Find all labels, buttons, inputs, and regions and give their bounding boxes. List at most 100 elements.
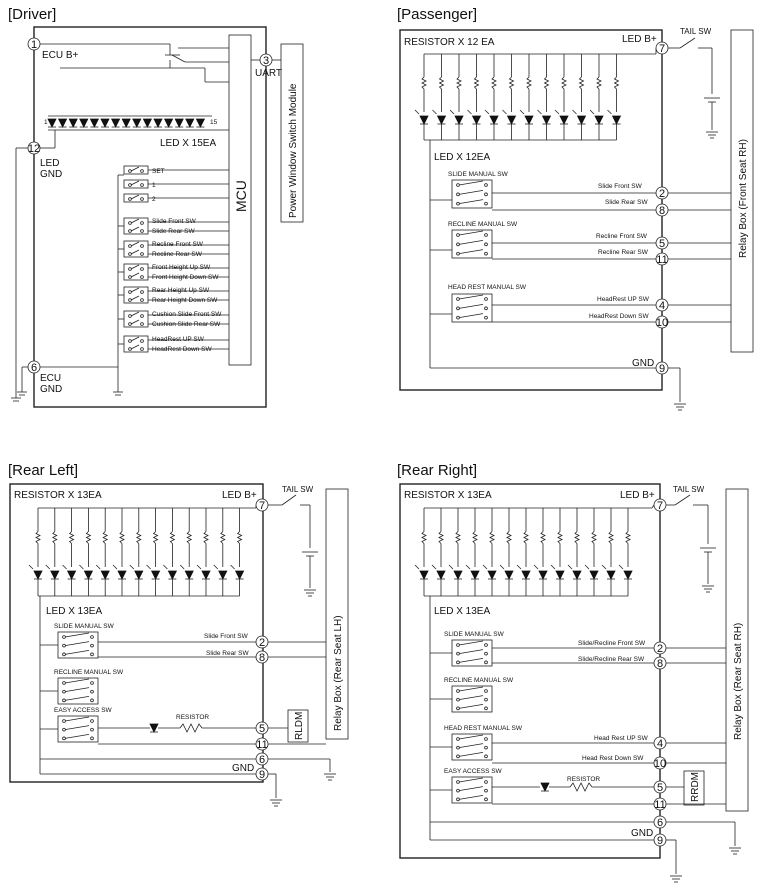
led <box>83 570 94 580</box>
rear-left-ledb-label: LED B+ <box>222 490 257 501</box>
resistor <box>625 508 631 567</box>
driver-uart-label: UART <box>255 68 282 79</box>
passenger-line-recline-front: Recline Front SW <box>596 233 648 240</box>
passenger-group-headrest: HEAD REST MANUAL SW <box>448 284 527 291</box>
led <box>218 570 228 580</box>
resistor <box>578 54 585 112</box>
resistor <box>85 508 92 567</box>
rear-right-relay-box <box>725 488 749 812</box>
driver-pin-led-gnd: 12 <box>27 141 41 155</box>
led <box>504 570 514 580</box>
driver-led <box>110 118 121 128</box>
passenger-led-count-label: LED X 12EA <box>434 152 490 163</box>
svg-text:11: 11 <box>256 739 267 751</box>
driver-switch-pair <box>123 217 149 235</box>
svg-text:2: 2 <box>657 643 663 655</box>
passenger-pin-gnd: 9 <box>655 361 669 375</box>
rear-right-resistor-label: RESISTOR X 13EA <box>404 490 492 501</box>
driver-module-box <box>33 26 267 408</box>
resistor <box>186 508 193 567</box>
rear-left-tail-label: TAIL SW <box>282 485 314 494</box>
resistor <box>438 508 444 567</box>
rear-right-module-box <box>399 483 661 859</box>
rear-right-group-headrest: HEAD REST MANUAL SW <box>444 725 523 732</box>
driver-button-switch <box>123 179 149 189</box>
led <box>521 570 531 580</box>
resistor <box>135 508 142 567</box>
rear-left-gnd-label: GND <box>232 763 254 774</box>
led <box>559 115 569 125</box>
passenger-line-slide-front: Slide Front SW <box>598 183 643 190</box>
rear-left-resistor-label: RESISTOR X 13EA <box>14 490 102 501</box>
rear-left-line-slide-rear: Slide Rear SW <box>206 650 249 657</box>
rear-right-line-slide-front: Slide/Recline Front SW <box>578 640 646 647</box>
resistor <box>489 508 495 567</box>
led <box>611 115 622 125</box>
driver-switch-pair <box>123 263 149 281</box>
driver-sw-slide-rear: Slide Rear SW <box>152 228 195 235</box>
rear-right-recline-switch <box>451 685 493 713</box>
driver-sw-recline-front: Recline Front SW <box>152 241 204 248</box>
driver-led-last-marker: 15 <box>210 119 218 126</box>
led <box>50 570 60 580</box>
driver-pwsm-label: Power Window Switch Module <box>288 83 299 218</box>
rear-left-recline-switch <box>57 677 99 705</box>
driver-ecu-gnd-label-1: ECU <box>40 373 61 384</box>
resistor <box>508 54 515 112</box>
driver-sw-rear-height-up: Rear Height Up SW <box>152 287 210 294</box>
rear-left-aux-ground <box>324 773 336 781</box>
rear-left-relay-label: Relay Box (Rear Seat LH) <box>333 615 344 731</box>
rear-left-module-box <box>9 483 264 783</box>
rear-right-line-headrest-up: Head Rest UP SW <box>594 735 649 742</box>
driver-pin-ecu-b: 1 <box>27 37 41 51</box>
passenger-line-headrest-down: HeadRest Down SW <box>589 313 649 320</box>
passenger-battery <box>704 97 720 103</box>
rear-left-pin-11: 11 <box>255 737 269 751</box>
rear-right-tail-label: TAIL SW <box>673 485 705 494</box>
svg-text:3: 3 <box>263 55 269 67</box>
driver-led <box>79 118 89 128</box>
driver-led <box>163 118 174 128</box>
resistor <box>613 54 620 112</box>
led <box>594 115 604 125</box>
driver-led-first-marker: 1 <box>44 119 48 126</box>
passenger-line-slide-rear: Slide Rear SW <box>605 199 648 206</box>
rear-right-easy-switch <box>451 776 493 804</box>
passenger-line-headrest-up: HeadRest UP SW <box>597 296 650 303</box>
led <box>555 570 565 580</box>
led <box>606 570 616 580</box>
resistor <box>169 508 176 567</box>
driver-mcu-box <box>228 34 252 366</box>
led <box>589 570 599 580</box>
driver-sw-rear-height-down: Rear Height Down SW <box>152 297 218 304</box>
driver-led <box>100 118 110 128</box>
svg-text:10: 10 <box>654 758 666 770</box>
svg-text:5: 5 <box>259 723 265 735</box>
passenger-section: [Passenger] RESISTOR X 12 EA LED B+ TAIL… <box>397 6 754 411</box>
driver-led <box>174 118 184 128</box>
rear-left-group-slide: SLIDE MANUAL SW <box>54 623 115 630</box>
driver-title: [Driver] <box>8 6 56 23</box>
driver-button-1-label: 1 <box>152 182 156 189</box>
passenger-ground <box>674 403 686 411</box>
rear-right-relay-label: Relay Box (Rear Seat RH) <box>733 623 744 740</box>
passenger-resistor-label: RESISTOR X 12 EA <box>404 37 495 48</box>
passenger-tail-ground <box>706 131 718 139</box>
resistor <box>35 508 41 567</box>
svg-text:6: 6 <box>657 817 663 829</box>
led <box>134 570 144 580</box>
resistor <box>236 508 243 567</box>
resistor <box>473 54 480 112</box>
resistor <box>51 508 58 567</box>
rear-right-pin-line: 2 <box>653 641 667 655</box>
led <box>470 570 480 580</box>
passenger-relay-label: Relay Box (Front Seat RH) <box>738 139 749 258</box>
led <box>419 570 429 580</box>
led <box>33 570 43 580</box>
led <box>487 570 497 580</box>
led <box>506 115 517 125</box>
led <box>150 570 161 580</box>
led <box>471 115 482 125</box>
resistor <box>526 54 532 112</box>
led <box>419 115 429 125</box>
